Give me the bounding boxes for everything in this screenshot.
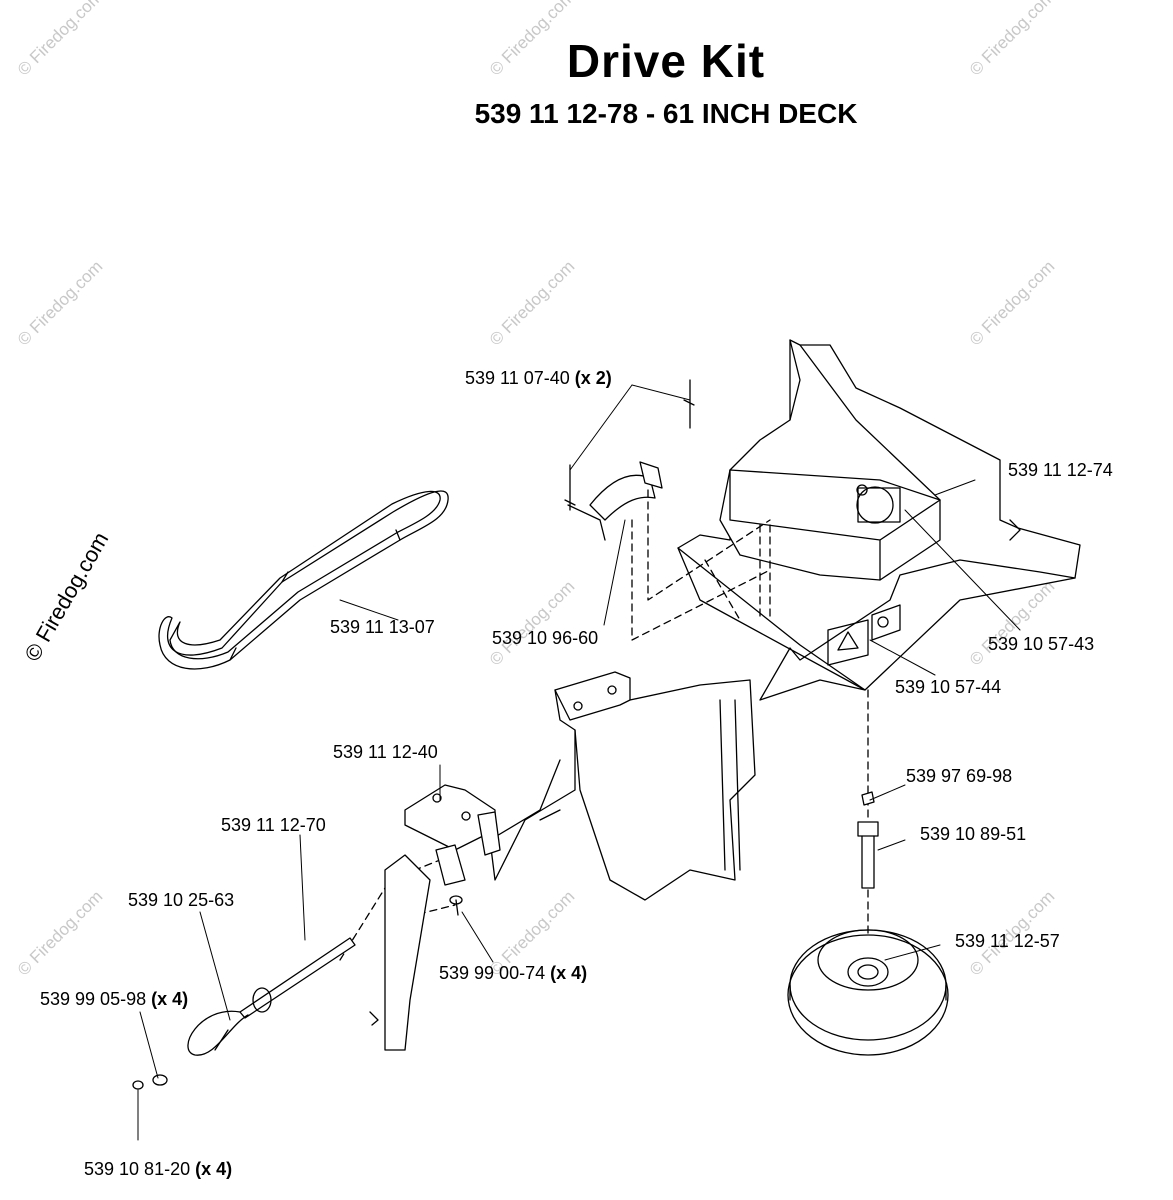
part-number: 539 11 12-40 <box>333 742 438 762</box>
part-label-lanyard: 539 10 25-63 <box>128 890 234 910</box>
part-qty: (x 4) <box>195 1159 233 1179</box>
part-label-decal-b: 539 10 57-44 <box>895 677 1001 697</box>
part-number: 539 11 12-70 <box>221 815 326 835</box>
part-label-belt: 539 11 13-07 <box>330 617 435 637</box>
part-label-spacer: 539 10 89-51 <box>920 824 1026 844</box>
part-number: 539 11 12-57 <box>955 931 1060 951</box>
part-qty: (x 4) <box>151 989 189 1009</box>
part-number: 539 10 57-44 <box>895 677 1002 697</box>
part-number: 539 10 81-20 <box>84 1159 191 1179</box>
belt-part <box>158 490 449 670</box>
part-number: 539 11 07-40 <box>465 368 570 388</box>
part-number: 539 97 69-98 <box>906 766 1013 786</box>
part-label-decal-a: 539 10 57-43 <box>988 634 1094 654</box>
part-label-washer: 539 99 05-98 (x 4) <box>40 989 188 1009</box>
part-number: 539 10 96-60 <box>492 628 599 648</box>
rod-part <box>132 895 463 1090</box>
part-label-locknut: 539 10 81-20 (x 4) <box>84 1159 232 1179</box>
part-number: 539 10 57-43 <box>988 634 1095 654</box>
belt-shield-part <box>677 339 1081 701</box>
part-label-bracket: 539 10 96-60 <box>492 628 598 648</box>
page-title: Drive Kit <box>566 35 766 87</box>
bracket-part <box>564 379 695 541</box>
part-number: 539 10 89-51 <box>920 824 1027 844</box>
part-label-bolt: 539 99 00-74 (x 4) <box>439 963 587 983</box>
part-label-rod: 539 11 12-70 <box>221 815 326 835</box>
part-number: 539 99 00-74 <box>439 963 546 983</box>
spacer-part <box>857 791 879 889</box>
part-number: 539 99 05-98 <box>40 989 147 1009</box>
part-number: 539 10 25-63 <box>128 890 235 910</box>
part-number: 539 11 12-74 <box>1008 460 1113 480</box>
part-label-pulley: 539 11 12-57 <box>955 931 1060 951</box>
leader-lines <box>137 384 1021 1141</box>
part-number: 539 11 13-07 <box>330 617 435 637</box>
part-qty: (x 4) <box>550 963 588 983</box>
pulley-part <box>787 929 949 1056</box>
part-label-nut-top: 539 97 69-98 <box>906 766 1012 786</box>
part-qty: (x 2) <box>574 368 612 388</box>
part-label-pin-clip: 539 11 07-40 (x 2) <box>465 368 612 388</box>
part-label-belt-shield: 539 11 12-74 <box>1008 460 1113 480</box>
page-subtitle: 539 11 12-78 - 61 INCH DECK <box>474 98 858 129</box>
part-label-mount-plate: 539 11 12-40 <box>333 742 438 762</box>
mount-plate-part <box>384 671 756 1051</box>
